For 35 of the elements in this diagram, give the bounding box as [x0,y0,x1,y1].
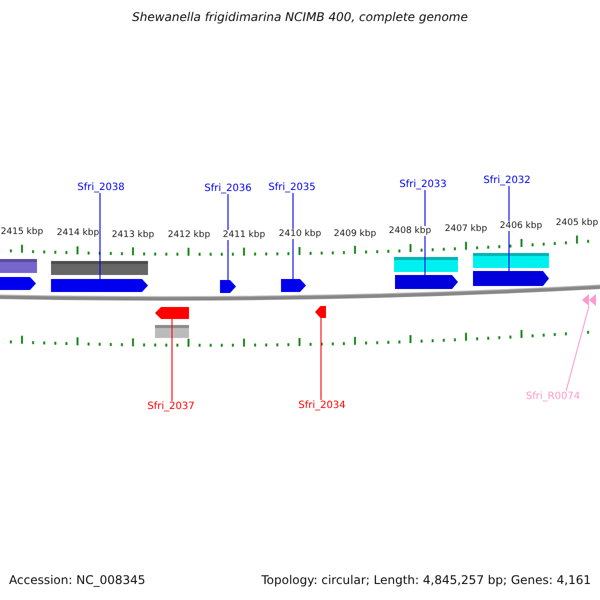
scale-label: 2413 kbp [112,230,154,240]
leader-line [508,186,510,272]
scale-label: 2409 kbp [334,229,376,239]
gene-block [51,279,148,292]
leader-line [566,306,590,392]
scale-label: 2407 kbp [444,224,488,234]
scale-label: 2415 kbp [0,227,44,237]
leader-line [292,192,294,280]
scale-label: 2405 kbp [556,218,598,228]
leader-line [320,318,322,400]
scale-label: 2406 kbp [500,221,542,231]
title: Shewanella frigidimarina NCIMB 400, complete genome [131,10,469,24]
gene-label: Sfri_2037 [147,401,195,412]
gene-block [473,271,549,286]
scale-label: 2414 kbp [56,228,100,238]
gene-block [395,275,458,289]
scale-label: 2411 kbp [222,230,266,240]
gene-label: Sfri_2033 [399,179,447,190]
gene-block [155,307,189,319]
gene-block [281,279,306,292]
scale-label: 2408 kbp [388,226,432,236]
gene-block [315,306,326,318]
accession-text: Accession: NC_008345 [9,573,146,587]
gene-label: Sfri_R0074 [526,391,580,402]
gene-label: Sfri_2032 [483,175,531,186]
gene-label: Sfri_2035 [268,182,316,193]
genome-info-text: Topology: circular; Length: 4,845,257 bp; Genes: 4,161 [261,573,591,587]
gene-label: Sfri_2034 [298,400,346,411]
leader-line [424,190,426,276]
gene-block [220,280,236,293]
gene-label: Sfri_2038 [77,182,125,193]
gene-label: Sfri_2036 [204,183,252,194]
gene-block [582,294,596,306]
scale-label: 2410 kbp [278,229,322,239]
scale-label: 2412 kbp [168,230,210,240]
